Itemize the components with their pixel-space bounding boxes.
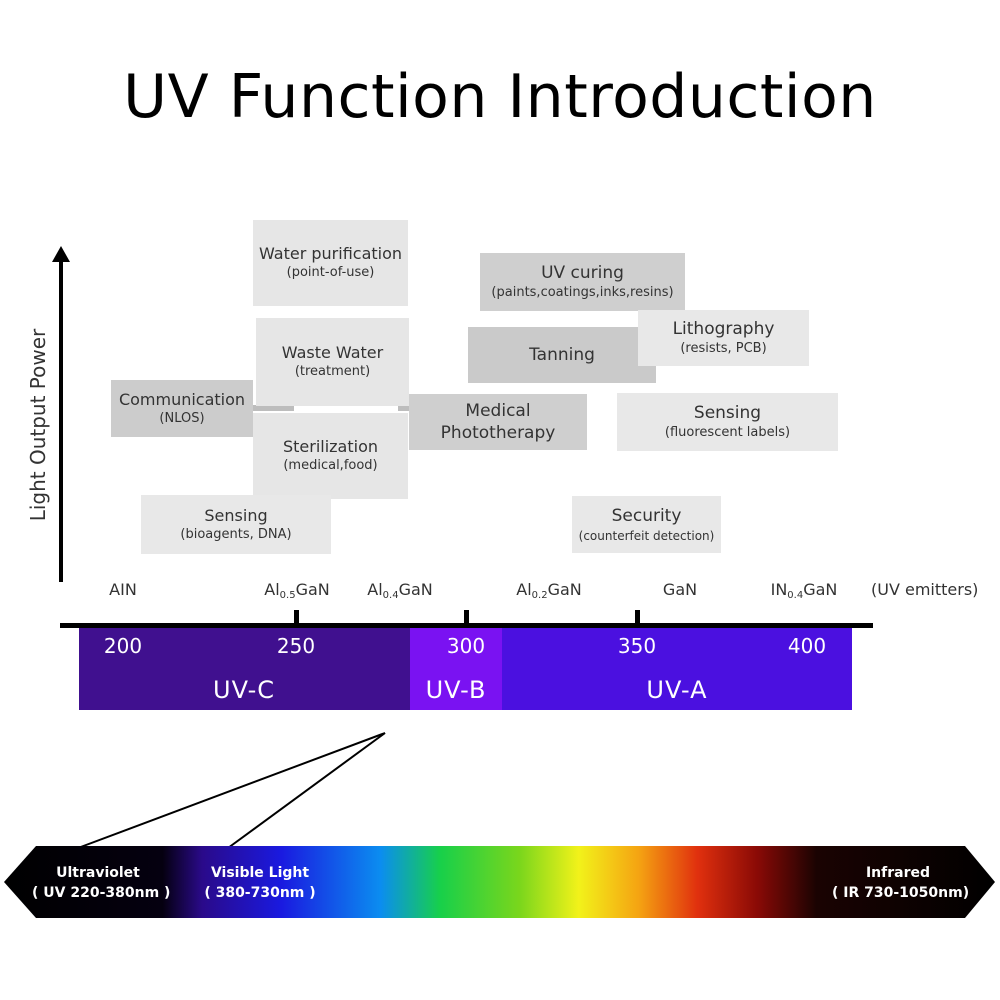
application-box-lithography: Lithography (resists, PCB) bbox=[638, 310, 809, 366]
application-name: Medical bbox=[465, 401, 531, 421]
axis-tick bbox=[635, 610, 640, 625]
wavelength-tick-label: 300 bbox=[446, 634, 486, 658]
emitter-label: Al0.4GaN bbox=[367, 580, 433, 601]
band-uv-c bbox=[79, 628, 410, 710]
application-box-communication: Communication (NLOS) bbox=[111, 380, 253, 437]
application-box-uv-curing: UV curing (paints,coatings,inks,resins) bbox=[480, 253, 685, 311]
page-title: UV Function Introduction bbox=[123, 62, 877, 132]
application-name: Water purification bbox=[258, 244, 403, 263]
application-box-tanning: Tanning bbox=[468, 327, 656, 383]
emitter-label: Al0.2GaN bbox=[516, 580, 582, 601]
application-detail: Phototherapy bbox=[440, 423, 556, 443]
axis-tick bbox=[294, 610, 299, 625]
wavelength-tick-label: 250 bbox=[276, 634, 316, 658]
emitter-label: IN0.4GaN bbox=[770, 580, 838, 601]
application-box-sensing-bioagents: Sensing (bioagents, DNA) bbox=[141, 495, 331, 554]
application-box-waste-water: Waste Water (treatment) bbox=[256, 318, 409, 406]
connector-bar bbox=[398, 405, 410, 411]
application-box-water-purification: Water purification (point-of-use) bbox=[253, 220, 408, 306]
wavelength-tick-label: 400 bbox=[787, 634, 827, 658]
spectrum-infrared-label: Infrared ( IR 730-1050nm) bbox=[832, 865, 970, 901]
application-detail: (counterfeit detection) bbox=[578, 528, 715, 543]
application-name: Waste Water bbox=[281, 343, 384, 362]
band-label-uv-b: UV-B bbox=[425, 676, 487, 704]
application-detail: (medical,food) bbox=[283, 458, 378, 473]
application-box-security: Security (counterfeit detection) bbox=[572, 496, 721, 553]
y-axis-label: Light Output Power bbox=[26, 328, 50, 522]
application-box-sensing-fluorescent: Sensing (fluorescent labels) bbox=[617, 393, 838, 451]
application-detail: (resists, PCB) bbox=[680, 341, 767, 356]
application-name: Sensing bbox=[693, 403, 762, 423]
zoom-line bbox=[227, 732, 386, 849]
application-name: Security bbox=[611, 505, 682, 526]
band-label-uv-a: UV-A bbox=[646, 676, 708, 704]
application-name: Communication bbox=[118, 389, 246, 409]
y-axis-arrow-icon bbox=[52, 246, 70, 262]
application-detail: (fluorescent labels) bbox=[664, 425, 791, 440]
band-uv-b bbox=[410, 628, 502, 710]
wavelength-tick-label: 200 bbox=[103, 634, 143, 658]
y-axis-line bbox=[59, 258, 63, 582]
application-name: UV curing bbox=[541, 263, 624, 283]
application-detail: (paints,coatings,inks,resins) bbox=[491, 285, 674, 300]
axis-tick bbox=[464, 610, 469, 625]
spectrum-visible-label: Visible Light ( 380-730nm ) bbox=[204, 865, 316, 901]
application-name: Lithography bbox=[672, 319, 775, 339]
application-name: Sensing bbox=[204, 505, 268, 525]
emitters-note: (UV emitters) bbox=[871, 580, 979, 599]
application-name: Tanning bbox=[529, 345, 595, 365]
emitter-label: Al0.5GaN bbox=[264, 580, 330, 601]
application-detail: (bioagents, DNA) bbox=[180, 526, 292, 542]
application-box-sterilization: Sterilization (medical,food) bbox=[253, 413, 408, 499]
emitter-label: GaN bbox=[662, 580, 698, 599]
wavelength-tick-label: 350 bbox=[617, 634, 657, 658]
spectrum-ultraviolet-label: Ultraviolet ( UV 220-380nm ) bbox=[32, 865, 171, 901]
wavelength-axis-line bbox=[60, 623, 873, 628]
connector-bar bbox=[252, 405, 294, 411]
band-label-uv-c: UV-C bbox=[213, 676, 275, 704]
application-name: Sterilization bbox=[282, 437, 379, 456]
application-detail: (treatment) bbox=[294, 364, 371, 379]
application-box-medical-phototherapy: Medical Phototherapy bbox=[409, 394, 587, 450]
application-detail: (point-of-use) bbox=[286, 265, 375, 280]
band-uv-a bbox=[502, 628, 852, 710]
application-detail: (NLOS) bbox=[159, 410, 205, 426]
emitter-label: AIN bbox=[109, 580, 137, 599]
zoom-line bbox=[77, 732, 386, 849]
